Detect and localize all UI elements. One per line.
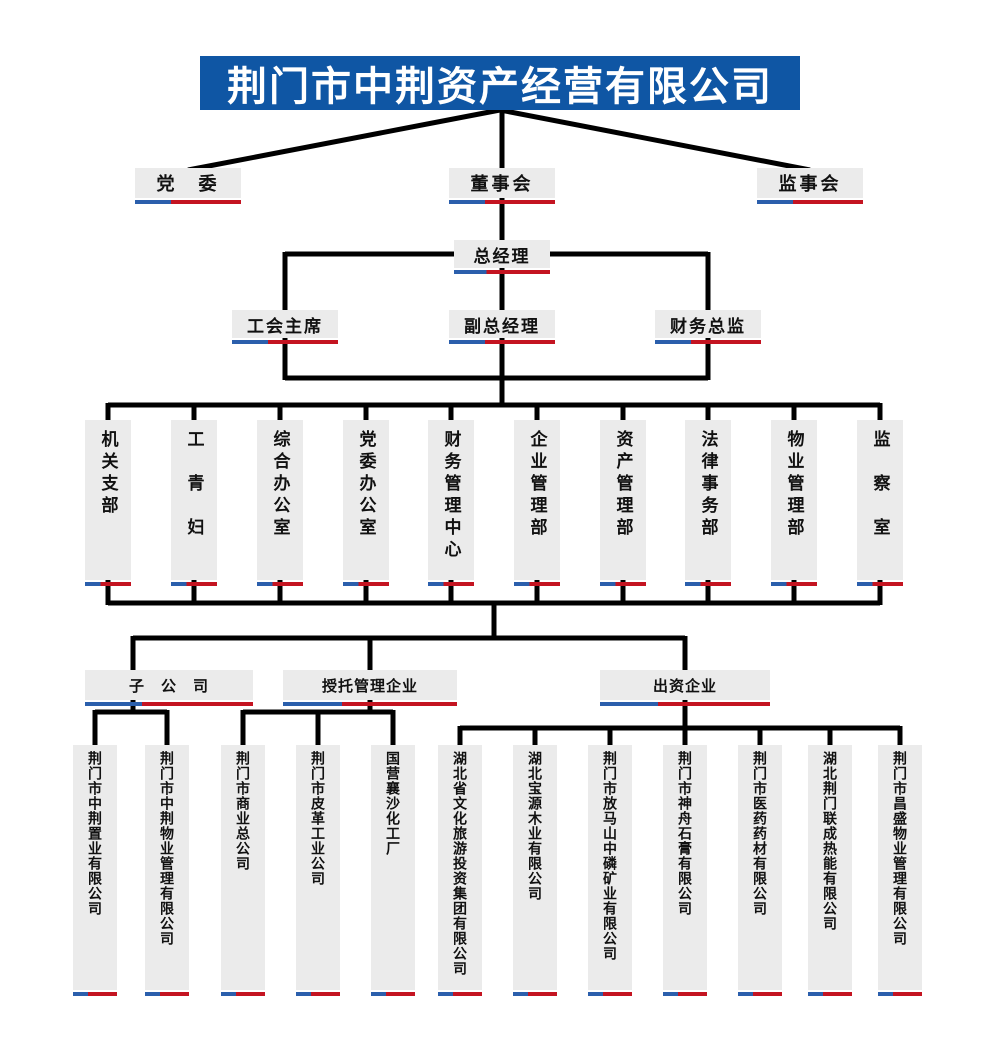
bicolor-underline xyxy=(600,582,646,586)
group-entrusted-enterprises: 授托管理企业 xyxy=(283,670,457,706)
bicolor-underline xyxy=(771,582,817,586)
group-subsidiaries-label: 子 公 司 xyxy=(85,670,253,700)
node-cfo-label: 财务总监 xyxy=(655,310,761,338)
dept-supervision-office-label: 监 察 室 xyxy=(857,420,903,580)
dept-general-office: 综合办公室 xyxy=(257,420,303,586)
node-supervisory-board-label: 监事会 xyxy=(757,168,863,198)
group-subsidiaries: 子 公 司 xyxy=(85,670,253,706)
node-cfo: 财务总监 xyxy=(655,310,761,344)
bicolor-underline xyxy=(343,582,389,586)
bicolor-underline xyxy=(655,340,761,344)
group-invested-enterprises: 出资企业 xyxy=(600,670,770,706)
bicolor-underline xyxy=(438,992,482,996)
company-xiangsha-chemical: 国营襄沙化工厂 xyxy=(371,745,415,996)
company-commercial-general: 荆门市商业总公司 xyxy=(221,745,265,996)
node-general-manager-label: 总经理 xyxy=(454,240,550,268)
dept-supervision-office: 监 察 室 xyxy=(857,420,903,586)
node-party-committee: 党 委 xyxy=(135,168,241,204)
bicolor-underline xyxy=(857,582,903,586)
bicolor-underline xyxy=(808,992,852,996)
company-label: 荆门市中荆物业管理有限公司 xyxy=(145,745,189,990)
node-party-committee-label: 党 委 xyxy=(135,168,241,198)
company-label: 湖北荆门联成热能有限公司 xyxy=(808,745,852,990)
bicolor-underline xyxy=(878,992,922,996)
bicolor-underline xyxy=(663,992,707,996)
company-leather-industry: 荆门市皮革工业公司 xyxy=(296,745,340,996)
dept-asset-management-label: 资产管理部 xyxy=(600,420,646,580)
company-label: 荆门市放马山中磷矿业有限公司 xyxy=(588,745,632,990)
company-title: 荆门市中荆资产经营有限公司 xyxy=(227,65,773,109)
company-shenzhou-gypsum: 荆门市神舟石膏有限公司 xyxy=(663,745,707,996)
group-invested-enterprises-label: 出资企业 xyxy=(600,670,770,700)
bicolor-underline xyxy=(685,582,731,586)
bicolor-underline xyxy=(371,992,415,996)
bicolor-underline xyxy=(73,992,117,996)
company-liancheng-thermal: 湖北荆门联成热能有限公司 xyxy=(808,745,852,996)
node-general-manager: 总经理 xyxy=(454,240,550,274)
dept-general-office-label: 综合办公室 xyxy=(257,420,303,580)
company-hubei-culture-tourism: 湖北省文化旅游投资集团有限公司 xyxy=(438,745,482,996)
bicolor-underline xyxy=(449,340,555,344)
bicolor-underline xyxy=(283,702,457,706)
dept-enterprise-management: 企业管理部 xyxy=(514,420,560,586)
group-entrusted-enterprises-label: 授托管理企业 xyxy=(283,670,457,700)
bicolor-underline xyxy=(221,992,265,996)
bicolor-underline xyxy=(513,992,557,996)
company-label: 湖北宝源木业有限公司 xyxy=(513,745,557,990)
bicolor-underline xyxy=(757,200,863,204)
company-baoyuan-wood: 湖北宝源木业有限公司 xyxy=(513,745,557,996)
node-deputy-general-manager: 副总经理 xyxy=(449,310,555,344)
bicolor-underline xyxy=(232,340,338,344)
node-union-chairman-label: 工会主席 xyxy=(232,310,338,338)
node-deputy-general-manager-label: 副总经理 xyxy=(449,310,555,338)
bicolor-underline xyxy=(600,702,770,706)
bicolor-underline xyxy=(738,992,782,996)
bicolor-underline xyxy=(454,270,550,274)
company-label: 国营襄沙化工厂 xyxy=(371,745,415,990)
bicolor-underline xyxy=(588,992,632,996)
dept-party-committee-office: 党委办公室 xyxy=(343,420,389,586)
bicolor-underline xyxy=(145,992,189,996)
node-supervisory-board: 监事会 xyxy=(757,168,863,204)
node-board-of-directors-label: 董事会 xyxy=(449,168,555,198)
company-label: 荆门市神舟石膏有限公司 xyxy=(663,745,707,990)
dept-asset-management: 资产管理部 xyxy=(600,420,646,586)
bicolor-underline xyxy=(171,582,217,586)
dept-union-youth-women: 工 青 妇 xyxy=(171,420,217,586)
company-label: 荆门市中荆置业有限公司 xyxy=(73,745,117,990)
dept-enterprise-management-label: 企业管理部 xyxy=(514,420,560,580)
company-fangmashan-phosphate: 荆门市放马山中磷矿业有限公司 xyxy=(588,745,632,996)
dept-legal-affairs: 法律事务部 xyxy=(685,420,731,586)
node-union-chairman: 工会主席 xyxy=(232,310,338,344)
bicolor-underline xyxy=(428,582,474,586)
company-zhongjing-real-estate: 荆门市中荆置业有限公司 xyxy=(73,745,117,996)
company-label: 荆门市皮革工业公司 xyxy=(296,745,340,990)
company-zhongjing-property-management: 荆门市中荆物业管理有限公司 xyxy=(145,745,189,996)
node-board-of-directors: 董事会 xyxy=(449,168,555,204)
company-title-banner: 荆门市中荆资产经营有限公司 xyxy=(200,56,800,110)
bicolor-underline xyxy=(514,582,560,586)
dept-property-management: 物业管理部 xyxy=(771,420,817,586)
dept-party-branch-label: 机关支部 xyxy=(85,420,131,580)
dept-financial-management-center-label: 财务管理中心 xyxy=(428,420,474,580)
company-label: 荆门市昌盛物业管理有限公司 xyxy=(878,745,922,990)
company-pharmaceutical-materials: 荆门市医药药材有限公司 xyxy=(738,745,782,996)
bicolor-underline xyxy=(296,992,340,996)
company-changsheng-property: 荆门市昌盛物业管理有限公司 xyxy=(878,745,922,996)
dept-party-branch: 机关支部 xyxy=(85,420,131,586)
bicolor-underline xyxy=(257,582,303,586)
bicolor-underline xyxy=(85,582,131,586)
company-label: 湖北省文化旅游投资集团有限公司 xyxy=(438,745,482,990)
dept-union-youth-women-label: 工 青 妇 xyxy=(171,420,217,580)
dept-party-committee-office-label: 党委办公室 xyxy=(343,420,389,580)
company-label: 荆门市商业总公司 xyxy=(221,745,265,990)
dept-legal-affairs-label: 法律事务部 xyxy=(685,420,731,580)
bicolor-underline xyxy=(85,702,253,706)
company-label: 荆门市医药药材有限公司 xyxy=(738,745,782,990)
bicolor-underline xyxy=(135,200,241,204)
bicolor-underline xyxy=(449,200,555,204)
dept-property-management-label: 物业管理部 xyxy=(771,420,817,580)
dept-financial-management-center: 财务管理中心 xyxy=(428,420,474,586)
